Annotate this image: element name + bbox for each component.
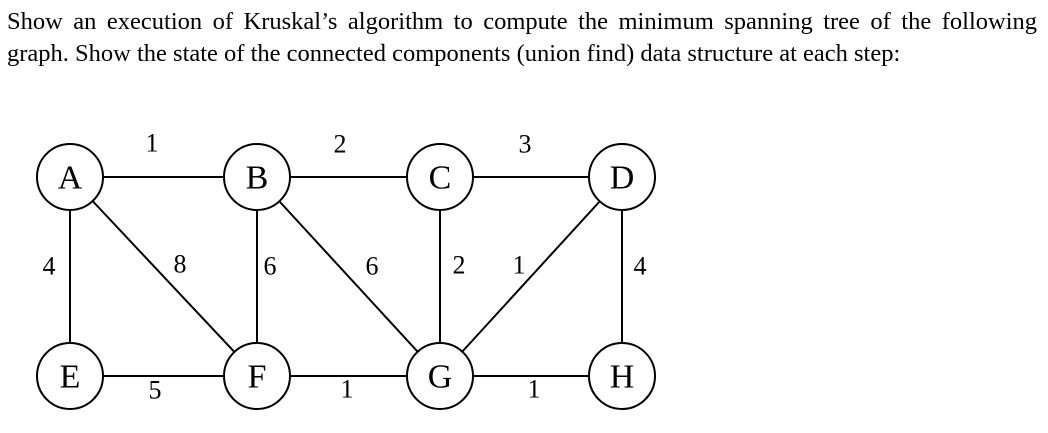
nodes-layer: A B C D E F G H <box>36 143 656 410</box>
node-d: D <box>588 143 656 211</box>
node-label: B <box>246 160 269 197</box>
edge-weight-g-h: 1 <box>528 375 541 404</box>
edge-weight-a-f: 8 <box>174 250 187 279</box>
node-circle <box>36 342 104 410</box>
node-label: C <box>429 160 452 197</box>
edge-weight-c-d: 3 <box>519 130 532 159</box>
edge-weight-f-g: 1 <box>341 375 354 404</box>
edge-weight-d-g: 1 <box>513 251 526 280</box>
node-circle <box>223 143 291 211</box>
node-f: F <box>223 342 291 410</box>
edge-weight-d-h: 4 <box>634 252 647 281</box>
node-circle <box>223 342 291 410</box>
node-circle <box>36 143 104 211</box>
edge-d-g <box>439 176 623 377</box>
edge-weight-b-c: 2 <box>334 130 347 159</box>
edge-a-f <box>69 176 258 377</box>
node-a: A <box>36 143 104 211</box>
question-text: Show an execution of Kruskal’s algorithm… <box>7 8 1037 67</box>
edge-weight-c-g: 2 <box>453 251 466 280</box>
edge-weight-a-b: 1 <box>146 129 159 158</box>
edge-weight-b-f: 6 <box>264 252 277 281</box>
node-label: F <box>248 359 267 396</box>
node-g: G <box>406 342 474 410</box>
node-label: H <box>610 359 635 396</box>
node-label: G <box>428 359 453 396</box>
edge-weight-a-e: 4 <box>43 252 56 281</box>
node-circle <box>406 342 474 410</box>
node-circle <box>406 143 474 211</box>
edge-weight-b-g: 6 <box>366 252 379 281</box>
node-h: H <box>588 342 656 410</box>
edge-b-g <box>256 176 441 377</box>
node-label: E <box>60 359 81 396</box>
edge-weights-layer: 1 2 3 4 8 6 6 2 1 4 5 1 1 <box>43 129 647 405</box>
edges-layer <box>69 176 623 377</box>
node-label: A <box>58 160 83 197</box>
node-b: B <box>223 143 291 211</box>
node-c: C <box>406 143 474 211</box>
node-circle <box>588 342 656 410</box>
edge-weight-e-f: 5 <box>149 376 162 405</box>
node-label: D <box>610 160 635 197</box>
node-e: E <box>36 342 104 410</box>
node-circle <box>588 143 656 211</box>
